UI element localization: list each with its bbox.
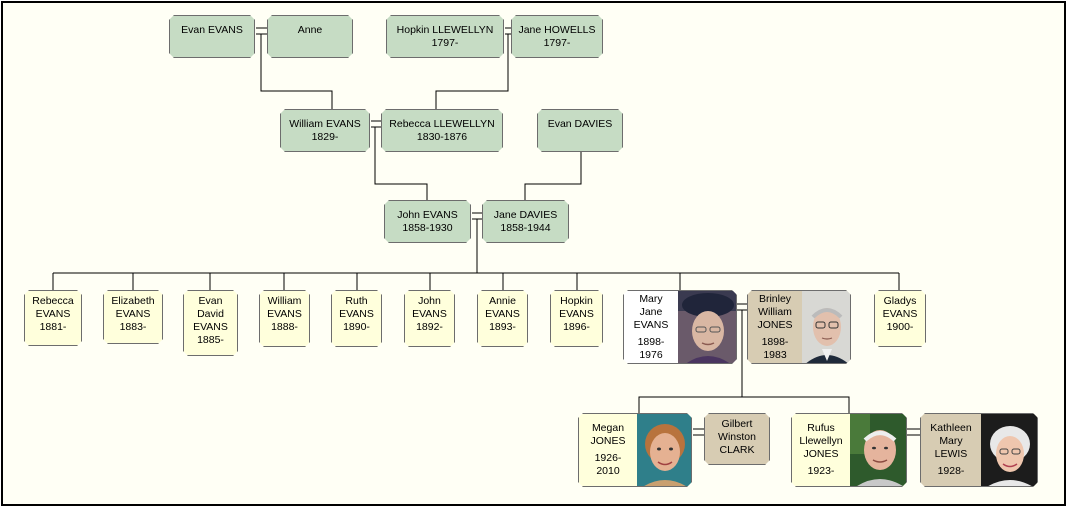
person-dates: 1830-1876 bbox=[416, 131, 468, 143]
person-dates: 1858-1930 bbox=[402, 222, 453, 234]
person-name: John EVANS bbox=[397, 209, 458, 221]
person-evan-david-evans[interactable]: Evan David EVANS 1885- bbox=[183, 290, 238, 356]
person-name: Brinley William JONES bbox=[757, 292, 793, 331]
person-name: Jane HOWELLS bbox=[518, 24, 596, 36]
person-dates: 1928- bbox=[937, 465, 965, 477]
person-name: John EVANS bbox=[412, 295, 447, 320]
person-name: Annie EVANS bbox=[485, 295, 520, 320]
person-dates: 1898- 1976 bbox=[637, 335, 665, 361]
person-hopkin-llewellyn[interactable]: Hopkin LLEWELLYN 1797- bbox=[386, 15, 504, 58]
person-evan-evans[interactable]: Evan EVANS bbox=[169, 15, 255, 58]
person-name: Hopkin EVANS bbox=[559, 295, 594, 320]
person-ruth-evans[interactable]: Ruth EVANS 1890- bbox=[331, 290, 382, 347]
person-name: Ruth EVANS bbox=[339, 295, 374, 320]
person-name: William EVANS bbox=[267, 295, 302, 320]
person-brinley-william-jones[interactable]: Brinley William JONES 1898- 1983 bbox=[747, 290, 851, 364]
person-gladys-evans[interactable]: Gladys EVANS 1900- bbox=[874, 290, 926, 347]
person-name: Evan David EVANS bbox=[193, 295, 228, 333]
person-dates: 1900- bbox=[886, 321, 914, 333]
person-william-evans-1829[interactable]: William EVANS 1829- bbox=[280, 109, 370, 152]
person-name: Rebecca EVANS bbox=[32, 295, 74, 320]
person-dates: 1926- 2010 bbox=[594, 452, 622, 477]
person-name: Mary Jane EVANS bbox=[633, 292, 669, 331]
person-dates: 1898- 1983 bbox=[761, 335, 789, 361]
portrait-photo bbox=[850, 414, 906, 486]
portrait-photo bbox=[802, 291, 850, 363]
person-evan-davies[interactable]: Evan DAVIES bbox=[537, 109, 623, 152]
person-jane-howells[interactable]: Jane HOWELLS 1797- bbox=[511, 15, 603, 58]
person-name: Evan EVANS bbox=[181, 24, 243, 36]
person-name: Megan JONES bbox=[590, 422, 626, 447]
person-john-evans-1892[interactable]: John EVANS 1892- bbox=[404, 290, 455, 347]
person-name: Evan DAVIES bbox=[547, 118, 613, 130]
person-annie-evans[interactable]: Annie EVANS 1893- bbox=[477, 290, 528, 347]
person-name: Elizabeth EVANS bbox=[111, 295, 155, 320]
person-dates: 1883- bbox=[119, 321, 147, 333]
person-mary-jane-evans[interactable]: Mary Jane EVANS 1898- 1976 bbox=[623, 290, 737, 364]
person-rebecca-evans[interactable]: Rebecca EVANS 1881- bbox=[24, 290, 82, 346]
person-hopkin-evans[interactable]: Hopkin EVANS 1896- bbox=[550, 290, 603, 347]
portrait-photo bbox=[981, 414, 1037, 486]
person-dates: 1888- bbox=[271, 321, 298, 333]
person-rufus-llewellyn-jones[interactable]: Rufus Llewellyn JONES 1923- bbox=[791, 413, 907, 487]
connector-lines bbox=[52, 27, 920, 436]
person-dates: 1829- bbox=[311, 131, 339, 143]
person-name: Anne bbox=[297, 24, 323, 36]
person-gilbert-winston-clark[interactable]: Gilbert Winston CLARK bbox=[704, 413, 770, 465]
person-dates: 1858-1944 bbox=[500, 222, 551, 234]
person-dates: 1890- bbox=[343, 321, 370, 333]
person-dates: 1896- bbox=[563, 321, 590, 333]
person-name: Rebecca LLEWELLYN bbox=[389, 118, 495, 130]
portrait-photo bbox=[678, 291, 736, 363]
person-william-evans-1888[interactable]: William EVANS 1888- bbox=[259, 290, 310, 347]
person-dates: 1923- bbox=[807, 465, 835, 477]
person-john-evans-1858[interactable]: John EVANS 1858-1930 bbox=[384, 200, 471, 243]
person-anne[interactable]: Anne bbox=[267, 15, 353, 58]
person-megan-jones[interactable]: Megan JONES 1926- 2010 bbox=[578, 413, 692, 487]
person-dates: 1797- bbox=[431, 37, 459, 49]
person-dates: 1885- bbox=[197, 334, 224, 346]
portrait-photo bbox=[637, 414, 691, 486]
person-name: Rufus Llewellyn JONES bbox=[799, 422, 843, 460]
person-name: Hopkin LLEWELLYN bbox=[396, 24, 494, 36]
person-name: Jane DAVIES bbox=[493, 209, 558, 221]
person-elizabeth-evans[interactable]: Elizabeth EVANS 1883- bbox=[103, 290, 163, 344]
person-kathleen-mary-lewis[interactable]: Kathleen Mary LEWIS 1928- bbox=[920, 413, 1038, 487]
person-dates: 1797- bbox=[543, 37, 571, 49]
person-jane-davies[interactable]: Jane DAVIES 1858-1944 bbox=[482, 200, 569, 243]
person-name: Gilbert Winston CLARK bbox=[718, 418, 756, 456]
person-dates: 1881- bbox=[39, 321, 67, 333]
person-name: Kathleen Mary LEWIS bbox=[930, 422, 972, 460]
person-name: Gladys EVANS bbox=[882, 295, 918, 320]
person-dates: 1892- bbox=[416, 321, 443, 333]
person-dates: 1893- bbox=[489, 321, 516, 333]
person-name: William EVANS bbox=[289, 118, 361, 130]
person-rebecca-llewellyn[interactable]: Rebecca LLEWELLYN 1830-1876 bbox=[381, 109, 503, 152]
